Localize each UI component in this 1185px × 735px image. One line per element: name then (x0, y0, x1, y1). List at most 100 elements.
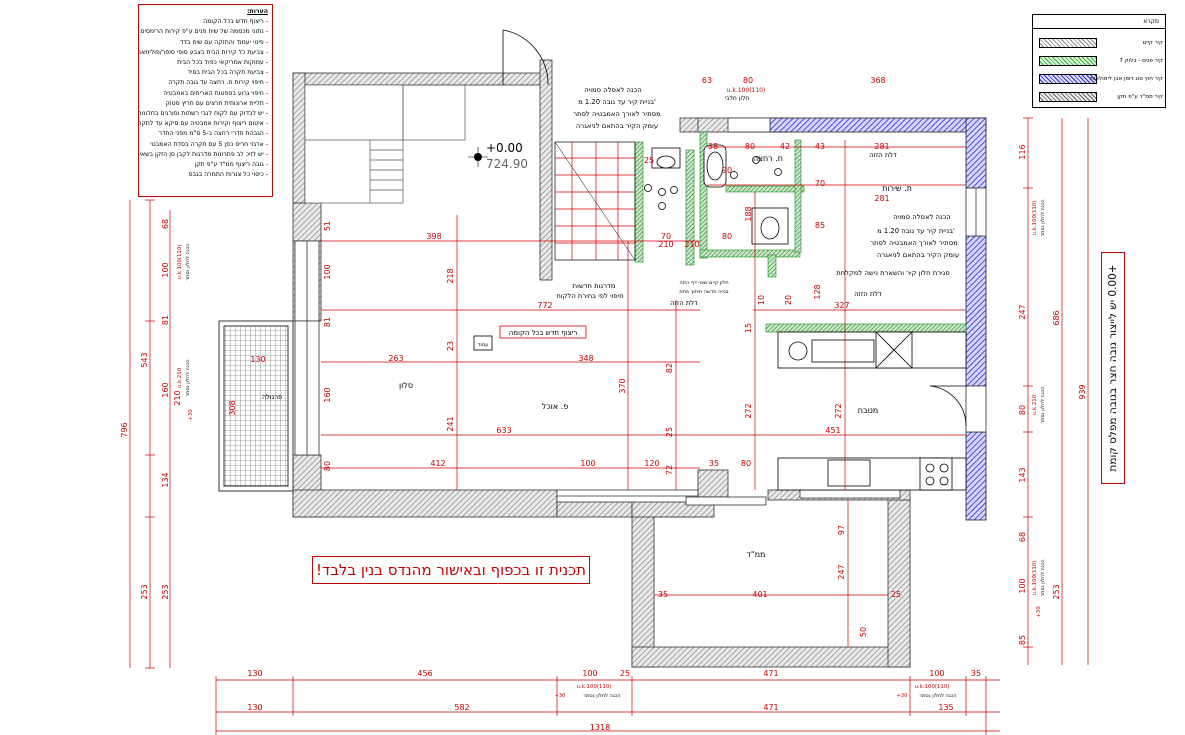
callout-right-3: מסתיר לאורך האמבטיה לסתר (870, 239, 958, 247)
side-note-text: +0.00 יש לייצור גובה חצר בגובה מפלס קומת (1107, 264, 1119, 472)
dim-left-253a: 253 (140, 584, 149, 599)
legend-row-mamad: קיר ממ"ד ע"פ תקן (1039, 89, 1163, 103)
dim-v-10: 10 (757, 295, 766, 305)
dim-main-263: 263 (388, 354, 403, 363)
dim-misc-1: 25 (644, 156, 654, 165)
note-line: - נתוני מכסמה של שיח פנים ע"פ קירות הרימ… (140, 28, 268, 36)
legend-row-exterior: קיר חוץ סוג דופן אבן לימולאות (1039, 71, 1163, 85)
note-line: - תליית ארונותית חרצים עם חריץ סטוק (165, 99, 268, 107)
dim-right-100: 100 (1018, 578, 1027, 593)
pergola (218, 320, 294, 492)
tag-right-1-label: הכנה לחלון נסתר (1040, 199, 1046, 236)
room-wc: ת. שירות (882, 184, 912, 193)
column-label: עמוד (478, 342, 489, 348)
general-notes: הערות: - ריצוף חדש בכל הקומה - נתוני מכס… (138, 4, 273, 197)
note-line: - צביעת תקרה בכל הבית בסיד (187, 69, 268, 77)
dim-v-370: 370 (618, 378, 627, 393)
dim-bath-2: 80 (745, 142, 755, 151)
dim-bottom2-471: 471 (763, 703, 778, 712)
dim-mamad-35b: 25 (891, 590, 901, 599)
callout-right-4: עומק הקיר בהתאם לניאגרה (877, 251, 959, 259)
callout-wc-window: חלון חלבי (725, 95, 750, 102)
dim-mamad-97: 97 (837, 525, 846, 535)
dim-v-23: 23 (446, 341, 455, 351)
legend-swatch-interior (1039, 56, 1097, 66)
dim-left-543: 543 (140, 352, 149, 367)
dim-wc-2: 70 (815, 179, 825, 188)
legend-label: קיר פנים - בלוק 7 (1119, 58, 1163, 64)
callout-door-1: דלת הזזה (869, 151, 897, 159)
tag-bottom-right-label: הכנה לחלון נסתר (919, 693, 956, 699)
dim-right-116: 116 (1018, 144, 1027, 159)
note-line: - חיפוי קירות ח. רחצה עד גובה תקרה (168, 79, 268, 87)
legend-swatch-existing (1039, 38, 1097, 48)
dim-main-120: 120 (644, 459, 659, 468)
dim-right-939: 939 (1078, 384, 1087, 399)
room-salon: סלון (399, 381, 413, 390)
dim-top-2: 80 (743, 76, 753, 85)
new-stairs (554, 141, 636, 261)
callout-top-4: עומק הקיר בהתאם לניאגרה (576, 122, 658, 130)
dim-left-68: 68 (161, 219, 170, 229)
dimension-lines (129, 118, 1089, 732)
note-line: - חיפוי גרוע בספטות האריחים באמבטיה (163, 89, 268, 97)
dim-bottom-100b: 100 (929, 669, 944, 678)
callout-top-3: מסתיר לאורך האמבטיה לסתר (573, 110, 661, 118)
dim-main-80: 80 (741, 459, 751, 468)
dim-v-72: 72 (665, 465, 674, 475)
dim-misc-3: 70 (661, 232, 671, 241)
legend-row-existing: קיר קיים (1039, 35, 1163, 49)
dim-v-20: 20 (784, 295, 793, 305)
note-line: - פינוי יעמוד והחזקה עם שיח בדד (180, 38, 268, 46)
tag-bottom-left-plus: +30 (555, 693, 566, 699)
dim-v-82: 82 (665, 363, 674, 373)
dim-v-241: 241 (446, 416, 455, 431)
dim-bottom-456: 456 (417, 669, 432, 678)
note-line: - ריצוף חדש בכל הקומה (203, 18, 268, 26)
tag-right-2-label: הכנה לחלון נסתר (1040, 386, 1046, 423)
callout-window-1: חלון קיים שינוי דף הזזה (679, 280, 728, 286)
dim-mamad-35a: 35 (658, 590, 668, 599)
kitchen-counters (777, 331, 967, 491)
dim-misc-4: 210 (684, 240, 699, 249)
room-mamad: ממ"ד (747, 550, 766, 559)
room-dining: פ. אוכל (542, 402, 568, 411)
legend-label: קיר ממ"ד ע"פ תקן (1117, 94, 1163, 100)
dim-right-80: 80 (1018, 405, 1027, 415)
column (473, 335, 493, 351)
interior-walls (634, 131, 967, 333)
dim-bath-1: 38 (708, 142, 718, 151)
stair-well-left (304, 84, 466, 204)
side-note: +0.00 יש לייצור גובה חצר בגובה מפלס קומת (1101, 252, 1125, 484)
note-line: - יש לזיכ לב פתרונות מדרגות לקבן סן הזקן… (139, 150, 268, 158)
callout-top-1: הכנה לאסלה סמויה (584, 86, 641, 94)
dim-left-210: 210 (173, 390, 182, 405)
tag-right-3: u.k.100(110) (1032, 561, 1038, 596)
note-line: - ארגזי חריס כפן 5 עם תקרה בסדת האמבטי (150, 140, 268, 148)
mamad-walls (631, 489, 911, 668)
callout-door-2: דלת הזזה (854, 290, 882, 298)
approval-stamp: תכנית זו בכפוף ובאישור מהנדס בנין בלבד! (312, 556, 590, 584)
legend-swatch-mamad (1039, 92, 1097, 102)
dim-bottom2-135: 135 (938, 703, 953, 712)
dim-bottom-25: 25 (620, 669, 630, 678)
tag-right-3-label: הכנה לחלון נסתר (1040, 559, 1046, 596)
tag-bottom-right: u.k.100(110) (915, 684, 950, 690)
dim-bottom-130: 130 (247, 669, 262, 678)
legend-label: קיר חוץ סוג דופן אבן לימולאות (1090, 76, 1163, 82)
dim-main-327: 327 (834, 301, 849, 310)
dim-left-160: 160 (161, 382, 170, 397)
dim-main-633: 633 (496, 426, 511, 435)
door-swings (502, 29, 967, 427)
note-line: - יש לבדוק עם לקוח לגבי רשתות וסורגים בח… (138, 110, 268, 118)
dim-v-80: 80 (323, 461, 332, 471)
dim-left-253b: 253 (161, 584, 170, 599)
tag-bottom-left-label: הכנה לחלון נסתר (583, 693, 620, 699)
tag-left-1-label: הכנה לחלון נסתר (185, 243, 191, 280)
dim-main-772: 772 (537, 301, 552, 310)
callout-stairs-1: מדרגות חדשות (573, 282, 616, 290)
dim-main-35: 35 (709, 459, 719, 468)
dim-v-15: 15 (744, 323, 753, 333)
callouts: ריצוף חדש בכל הקומה הכנה לאסלה סמויה בני… (499, 86, 959, 339)
